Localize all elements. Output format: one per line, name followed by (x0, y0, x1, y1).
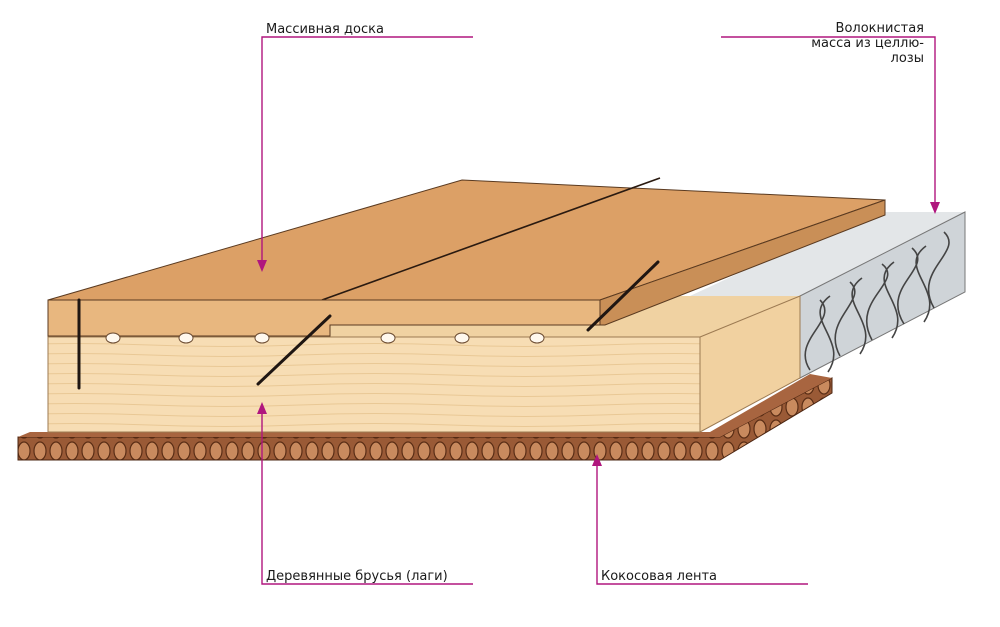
solid-floorboards (47, 177, 886, 344)
label-cellulose-fiber: Волокнистая масса из целлю- лозы (811, 21, 924, 66)
label-solid-board: Массивная доска (266, 22, 384, 37)
leader-lines (261, 36, 936, 585)
label-wooden-joists: Деревянные брусья (лаги) (266, 569, 448, 584)
coconut-strip (17, 374, 833, 461)
screws (77, 260, 660, 390)
label-coconut-strip: Кокосовая лента (601, 569, 718, 584)
